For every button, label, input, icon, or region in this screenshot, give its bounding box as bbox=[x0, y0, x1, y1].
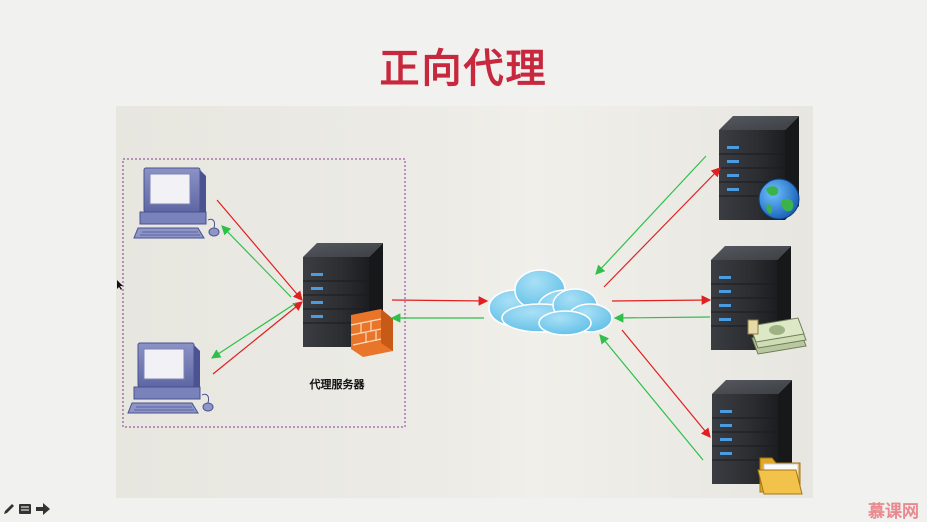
folder-icon bbox=[757, 457, 803, 495]
client-computer-icon bbox=[127, 342, 214, 414]
next-arrow-icon[interactable] bbox=[35, 502, 51, 516]
watermark-logo: 慕课网 bbox=[868, 502, 919, 522]
firewall-icon bbox=[350, 309, 393, 357]
presentation-toolbar bbox=[0, 499, 927, 520]
forward-proxy-diagram bbox=[116, 106, 813, 498]
slide-title: 正向代理 bbox=[379, 46, 548, 92]
proxy-server-label: 代理服务器 bbox=[309, 378, 365, 391]
client-computer-icon bbox=[133, 167, 220, 239]
client-group-box bbox=[122, 158, 406, 428]
notes-icon[interactable] bbox=[18, 502, 32, 516]
arrows-cloud-servers bbox=[595, 155, 721, 461]
pen-icon[interactable] bbox=[2, 502, 16, 516]
arrows-proxy-cloud bbox=[390, 296, 489, 323]
arrows-clients-proxy bbox=[210, 199, 303, 375]
money-icon bbox=[747, 317, 807, 355]
mouse-cursor-icon bbox=[117, 280, 123, 290]
cloud-icon bbox=[488, 269, 613, 336]
globe-icon bbox=[758, 178, 800, 220]
